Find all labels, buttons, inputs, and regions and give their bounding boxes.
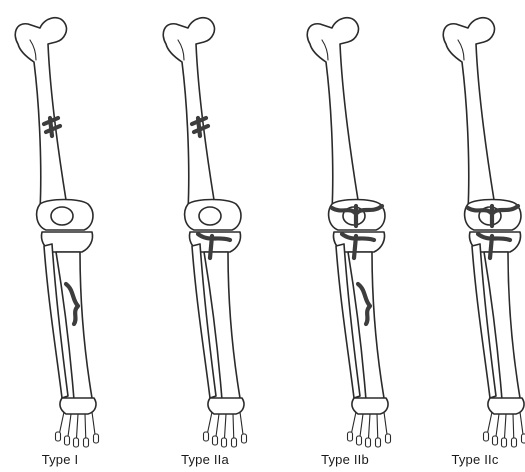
ankle-bones xyxy=(208,398,244,414)
leg-type-iia xyxy=(163,18,246,447)
ankle-bones xyxy=(488,398,524,414)
leg-type-iib xyxy=(307,18,390,447)
leg-caption-type-iia: Type IIa xyxy=(150,452,260,467)
foot-bones xyxy=(204,412,247,447)
femur-bone xyxy=(15,18,72,210)
femur-bone xyxy=(163,18,220,210)
patella xyxy=(199,207,221,225)
femur-bone xyxy=(307,18,364,210)
leg-type-i xyxy=(15,18,98,447)
foot-bones xyxy=(56,412,99,447)
femur-bone xyxy=(443,18,500,210)
leg-caption-type-i: Type I xyxy=(5,452,115,467)
leg-caption-type-iic: Type IIc xyxy=(420,452,525,467)
leg-caption-type-iib: Type IIb xyxy=(290,452,400,467)
foot-bones xyxy=(348,412,391,447)
patella xyxy=(51,207,73,225)
foot-bones xyxy=(484,412,525,447)
ankle-bones xyxy=(352,398,388,414)
leg-type-iic xyxy=(443,18,525,447)
ankle-bones xyxy=(60,398,96,414)
